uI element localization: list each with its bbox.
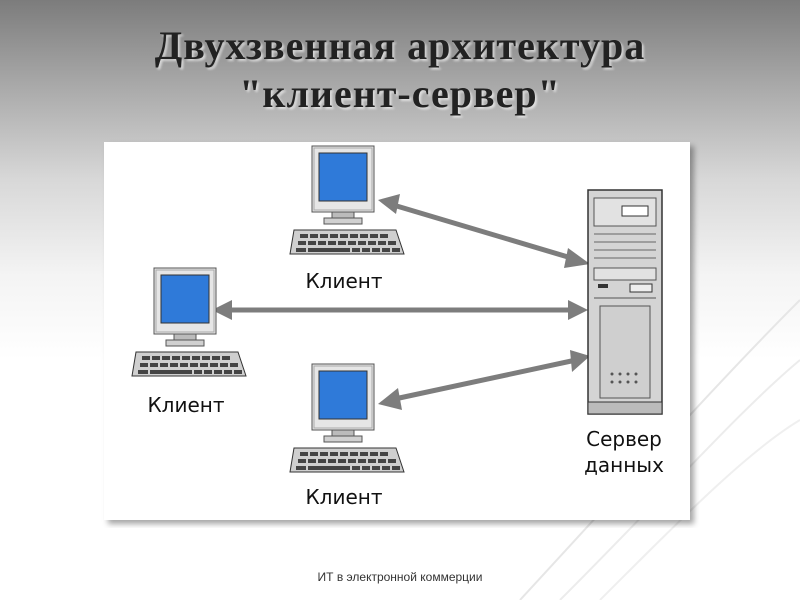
arrow-middle <box>212 300 588 320</box>
arrow-top <box>378 194 590 268</box>
slide-title-line1: Двухзвенная архитектура <box>154 23 646 68</box>
client-server-diagram: Клиент Клиент Клиент Сервер данных <box>100 138 700 528</box>
server-label-line2: данных <box>584 453 664 477</box>
slide-footer: ИТ в электронной коммерции <box>317 570 483 584</box>
client-label-top: Клиент <box>305 269 382 293</box>
slide-title: Двухзвенная архитектура "клиент-сервер" <box>0 22 800 118</box>
arrow-bottom <box>378 350 590 410</box>
server-tower-icon <box>587 189 663 415</box>
client-label-left: Клиент <box>147 393 224 417</box>
diagram-canvas: Клиент Клиент Клиент Сервер данных <box>104 142 690 520</box>
slide-title-line2: "клиент-сервер" <box>239 71 561 116</box>
server-label-line1: Сервер <box>586 427 662 451</box>
client-label-bottom: Клиент <box>305 485 382 509</box>
